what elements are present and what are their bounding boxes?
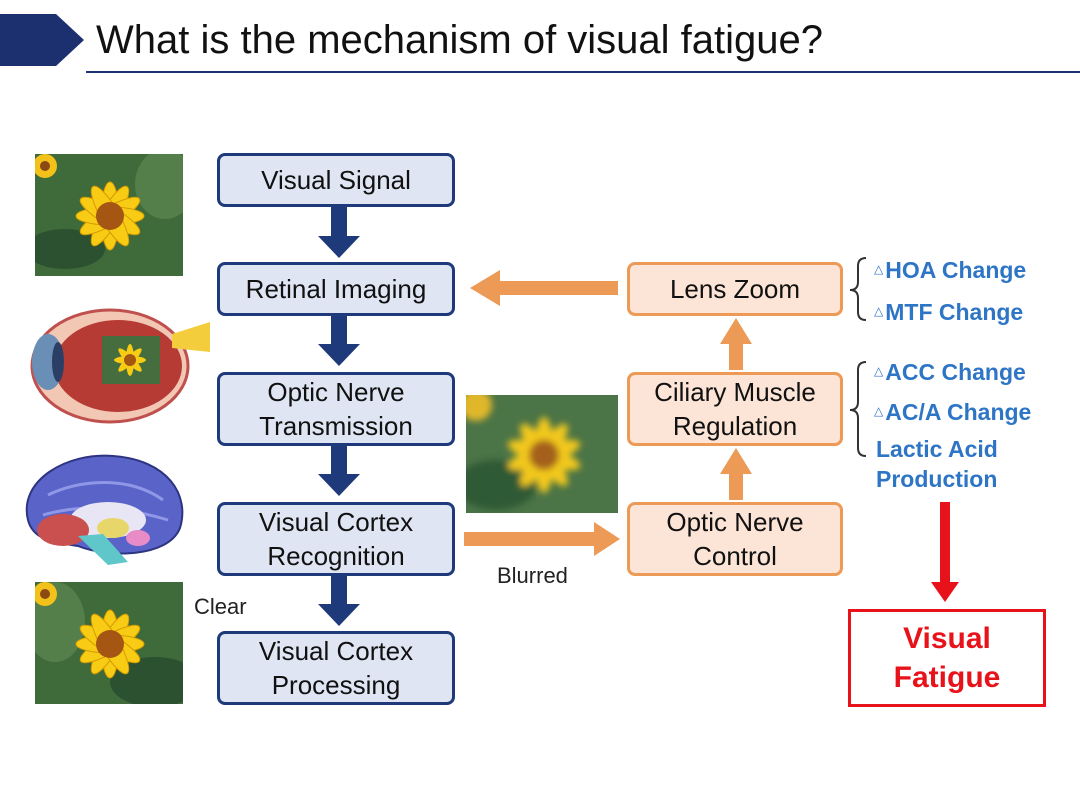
visual-fatigue-line-2: Fatigue (893, 661, 1001, 694)
visual-fatigue-box: Visual Fatigue (848, 609, 1046, 707)
delta-icon: △ (874, 304, 884, 318)
lactic-acid-label: Lactic Acid (876, 436, 998, 462)
slide-title: What is the mechanism of visual fatigue? (96, 18, 824, 62)
eye-anatomy-image (30, 308, 210, 424)
aca-change-label: △AC/A Change (874, 399, 1032, 425)
optic-nerve-transmission-box: Optic Nerve Transmission (217, 372, 455, 446)
optic-nerve-transmission-line-1: Optic Nerve (267, 377, 405, 407)
blurred-label: Blurred (497, 563, 568, 588)
optic-nerve-transmission-line-2: Transmission (259, 411, 413, 441)
arrow-nerve-to-recognition (318, 446, 360, 496)
acc-change-label: △ACC Change (874, 359, 1026, 385)
arrow-signal-to-retina (318, 206, 360, 258)
retinal-imaging-box: Retinal Imaging (217, 262, 455, 316)
lens-effects-bracket (849, 257, 867, 321)
arrow-retina-to-nerve (318, 316, 360, 366)
ciliary-muscle-line-1: Ciliary Muscle (654, 377, 816, 407)
visual-cortex-recognition-line-2: Recognition (267, 541, 405, 571)
title-underline (86, 71, 1080, 73)
mtf-change-label: △MTF Change (874, 299, 1024, 325)
arrow-recognition-to-optic-control (464, 522, 620, 556)
sharp-flower-image (35, 154, 183, 276)
delta-icon: △ (874, 262, 884, 276)
visual-cortex-processing-line-2: Processing (271, 670, 401, 700)
visual-fatigue-line-1: Visual (903, 622, 991, 655)
brain-anatomy-image (25, 454, 184, 565)
arrow-control-to-muscle (720, 448, 752, 500)
visual-cortex-processing-box: Visual Cortex Processing (217, 631, 455, 705)
arrow-to-fatigue (931, 502, 959, 602)
visual-cortex-recognition-box: Visual Cortex Recognition (217, 502, 455, 576)
visual-signal-box: Visual Signal (217, 153, 455, 207)
lens-zoom-box: Lens Zoom (627, 262, 843, 316)
optic-nerve-control-box: Optic Nerve Control (627, 502, 843, 576)
visual-cortex-processing-line-1: Visual Cortex (258, 636, 414, 666)
muscle-effects-bracket (849, 361, 867, 457)
hoa-change-label: △HOA Change (874, 257, 1027, 283)
clear-flower-image (35, 582, 183, 704)
slide-header: What is the mechanism of visual fatigue? (0, 0, 1080, 80)
production-label: Production (876, 466, 998, 492)
optic-nerve-control-line-2: Control (693, 541, 777, 571)
ciliary-muscle-regulation-box: Ciliary Muscle Regulation (627, 372, 843, 446)
arrow-muscle-to-lens (720, 318, 752, 370)
title-arrow-icon (0, 14, 84, 66)
clear-label: Clear (194, 594, 247, 619)
delta-icon: △ (874, 404, 884, 418)
optic-nerve-control-line-1: Optic Nerve (666, 507, 804, 537)
lens-zoom-label: Lens Zoom (669, 274, 801, 304)
ciliary-muscle-line-2: Regulation (672, 411, 798, 441)
delta-icon: △ (874, 364, 884, 378)
visual-signal-label: Visual Signal (261, 165, 411, 195)
arrow-recognition-to-processing (318, 576, 360, 626)
visual-cortex-recognition-line-1: Visual Cortex (258, 507, 414, 537)
blurred-flower-image (466, 395, 618, 513)
arrow-lens-to-retina (470, 270, 618, 306)
retinal-imaging-label: Retinal Imaging (245, 274, 427, 304)
